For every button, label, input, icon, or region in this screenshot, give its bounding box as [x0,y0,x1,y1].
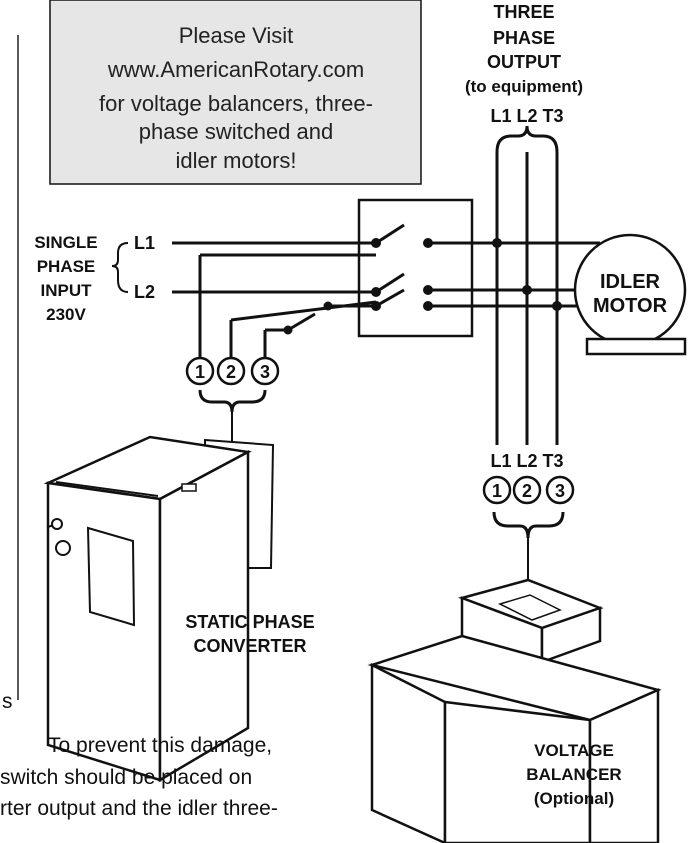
switch-blade-2 [375,272,405,294]
balancer-junction-inner [497,594,562,621]
input-label-line-1: SINGLE [34,233,97,252]
converter-indicator [181,483,197,492]
notice-line-2: www.AmericanRotary.com [107,57,364,82]
converter-label-line-2: CONVERTER [193,636,306,656]
notice-box: Please Visit www.AmericanRotary.com for … [49,0,422,185]
input-label-line-2: PHASE [37,257,96,276]
converter-side [158,449,250,783]
junction-t3 [552,301,562,311]
balancer-terminal-2 [512,475,542,505]
voltage-balancer: VOLTAGE BALANCER (Optional) [367,578,662,843]
idler-motor-base [585,337,687,356]
body-text-fragment: s [2,690,13,713]
output-label-line-4: (to equipment) [465,77,583,96]
converter-terminal-3 [250,356,280,386]
notice-line-4: phase switched and [139,119,333,144]
body-text-line-3: rter output and the idler three- [0,797,278,820]
converter-panel-window [86,526,136,627]
converter-terminal-1-label: 1 [195,362,205,382]
switch-pivot-1 [371,238,381,248]
notice-line-5: idler motors! [175,148,296,173]
input-label-line-3: INPUT [41,281,93,300]
junction-l2 [522,285,532,295]
static-phase-converter: STATIC PHASE CONVERTER [43,435,315,783]
three-phase-output-label: THREE PHASE OUTPUT (to equipment) L1 L2 … [465,2,583,126]
converter-auxiliary-switch [287,312,316,332]
switch-pivot-2 [371,287,381,297]
output-label-line-2: PHASE [493,28,555,48]
balancer-junction-side [540,606,602,664]
single-phase-input-label: SINGLE PHASE INPUT 230V [34,233,97,324]
notice-line-1: Please Visit [179,23,294,48]
body-text-line-1: To prevent this damage, [48,734,272,757]
output-terminal-labels: L1 L2 T3 [490,106,563,126]
balancer-label-line-2: BALANCER [526,765,621,784]
converter-toggle-base [51,518,63,530]
balancer-front [443,700,592,843]
input-label-line-4: 230V [46,305,86,324]
balancer-terminal-labels: L1 L2 T3 [490,451,563,471]
balancer-terminal-3 [545,475,575,505]
converter-label-line-1: STATIC PHASE [185,612,314,632]
input-l2-label: L2 [134,282,155,302]
balancer-terminal-1-label: 1 [492,481,502,501]
balancer-side [588,688,660,843]
converter-top-edge [55,481,159,497]
aux-switch-pivot [283,325,293,335]
idler-motor-label-line-1: IDLER [600,271,661,293]
converter-terminal-1 [185,356,215,386]
body-text-line-2: switch should be placed on [0,766,252,789]
balancer-terminal-1 [482,475,512,505]
idler-motor: IDLER MOTOR [573,233,687,356]
switch-blade-1 [375,223,405,245]
converter-knob [55,540,71,556]
balancer-label-line-1: VOLTAGE [534,741,614,760]
input-l1-label: L1 [134,233,155,253]
notice-line-3: for voltage balancers, three- [99,91,373,116]
output-label-line-1: THREE [493,2,554,22]
disconnect-switch-box [357,198,474,338]
converter-terminal-2-label: 2 [226,362,236,382]
output-brace [495,125,559,153]
balancer-label-line-3: (Optional) [534,789,614,808]
output-label-line-3: OUTPUT [487,52,561,72]
balancer-terminal-3-label: 3 [555,481,565,501]
balancer-brace [492,511,565,539]
notice-background [49,0,422,185]
switch-blade-3 [375,288,405,308]
balancer-front-left [370,662,447,843]
converter-terminal-2 [216,356,246,386]
input-brace [111,242,129,293]
idler-motor-label-line-2: MOTOR [593,295,668,317]
converter-terminal-3-label: 3 [260,362,270,382]
balancer-terminal-2-label: 2 [522,481,532,501]
converter-brace [198,389,267,413]
junction-l1 [492,238,502,248]
